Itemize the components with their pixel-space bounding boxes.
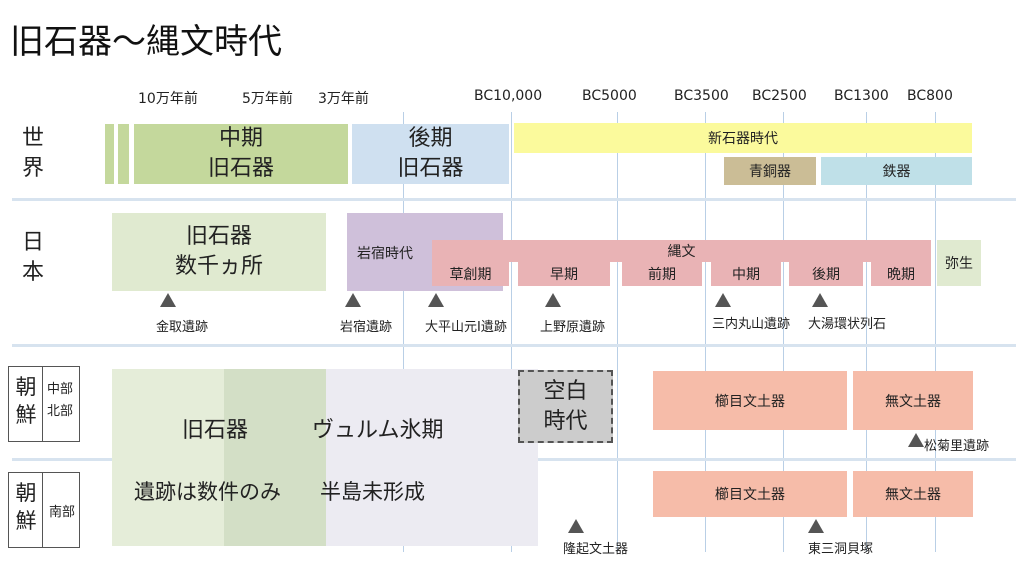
jomon-early: 前期 [622,262,702,286]
jomon-band: 縄文 [432,240,931,262]
row-label-char: 世 [21,126,44,151]
guide-line [705,112,706,552]
middle-paleolithic-box: 中期 旧石器 [134,124,348,184]
box-line: 空白 [543,378,588,404]
sites-note: 遺跡は数件のみ [134,480,281,504]
row-label-korea-south: 朝 鮮 南部 [8,472,80,548]
row-label-sub: 南部 [49,505,76,520]
box-line: 旧石器 [397,156,464,181]
jomon-incipient: 草創期 [432,262,509,286]
guide-line [403,112,404,552]
box-line: 時代 [543,408,588,434]
site-marker-icon [160,293,176,307]
row-separator [12,198,1016,201]
tick-bc3500: BC3500 [674,88,729,104]
guide-line [511,112,512,552]
site-marker-icon [812,293,828,307]
box-line: 数千ヵ所 [174,254,263,279]
site-label: 大湯環状列石 [808,317,887,332]
wurm-glacial-label: ヴュルム氷期 [312,418,444,443]
tick-100k: 10万年前 [138,91,198,107]
jomon-late: 後期 [789,262,863,286]
site-label: 隆起文土器 [563,542,629,557]
row-label-sub: 中部 [47,382,74,397]
peninsula-note: 半島未形成 [320,480,425,504]
row-label-big: 朝 鮮 [13,373,39,429]
row-separator [12,344,1016,347]
divider [42,367,43,441]
jomon-initial: 早期 [518,262,610,286]
row-label-char: 界 [21,156,44,181]
yayoi-box: 弥生 [937,240,981,286]
row-label-char: 鮮 [15,403,37,427]
japan-paleolithic-box: 旧石器 数千ヵ所 [112,213,326,291]
guide-line [783,112,784,552]
iron-age-box: 鉄器 [821,157,972,185]
box-line: 中期 [218,126,263,151]
site-marker-icon [345,293,361,307]
tick-bc10000: BC10,000 [474,88,543,104]
korea-paleolithic-label: 旧石器 [182,418,249,443]
site-label: 金取遺跡 [156,320,209,335]
korea-paleolithic-region [112,369,224,546]
site-label: 大平山元Ⅰ遺跡 [425,320,507,335]
overlap-region [224,369,326,546]
tick-bc5000: BC5000 [582,88,637,104]
bronze-age-box: 青銅器 [724,157,816,185]
guide-line [866,112,867,552]
box-line: 後期 [408,126,453,151]
tick-50k: 5万年前 [242,91,293,107]
jomon-final: 晩期 [871,262,931,286]
box-line: 旧石器 [207,156,274,181]
guide-line [935,112,936,552]
site-marker-icon [908,433,924,447]
site-marker-icon [715,293,731,307]
tick-bc800: BC800 [907,88,953,104]
row-label-char: 朝 [15,375,37,399]
row-label-world: 世 界 [18,124,48,184]
page-title: 旧石器〜縄文時代 [10,22,282,62]
row-label-big: 朝 鮮 [13,479,39,535]
jomon-middle: 中期 [711,262,781,286]
site-label: 東三洞貝塚 [808,542,874,557]
site-marker-icon [568,519,584,533]
box-line: 旧石器 [185,224,252,249]
site-label: 三内丸山遺跡 [712,317,791,332]
row-label-char: 本 [21,260,44,285]
box-label: 岩宿時代 [357,246,413,262]
row-label-japan: 日 本 [18,228,48,288]
site-marker-icon [545,293,561,307]
tick-bc1300: BC1300 [834,88,889,104]
late-paleolithic-box: 後期 旧石器 [352,124,509,184]
plain-pottery-north: 無文土器 [853,371,973,430]
neolithic-box: 新石器時代 [514,123,972,153]
early-paleo-bar [105,124,114,184]
comb-pattern-pottery-south: 櫛目文土器 [653,471,847,517]
blank-period-box: 空白 時代 [518,370,613,443]
row-label-char: 日 [21,230,44,255]
divider [42,473,43,547]
site-marker-icon [808,519,824,533]
tick-30k: 3万年前 [318,91,369,107]
comb-pattern-pottery-north: 櫛目文土器 [653,371,847,430]
site-label: 岩宿遺跡 [340,320,393,335]
wurm-glacial-region [326,369,538,546]
early-paleo-bar [118,124,129,184]
tick-bc2500: BC2500 [752,88,807,104]
site-marker-icon [428,293,444,307]
row-label-char: 鮮 [15,509,37,533]
row-label-sub: 北部 [47,404,74,419]
row-label-korea-north: 朝 鮮 中部 北部 [8,366,80,442]
site-label: 松菊里遺跡 [924,439,990,454]
row-label-small: 中部 北部 [47,379,73,423]
row-label-char: 朝 [15,481,37,505]
plain-pottery-south: 無文土器 [853,471,973,517]
guide-line [617,112,618,552]
site-label: 上野原遺跡 [540,320,606,335]
